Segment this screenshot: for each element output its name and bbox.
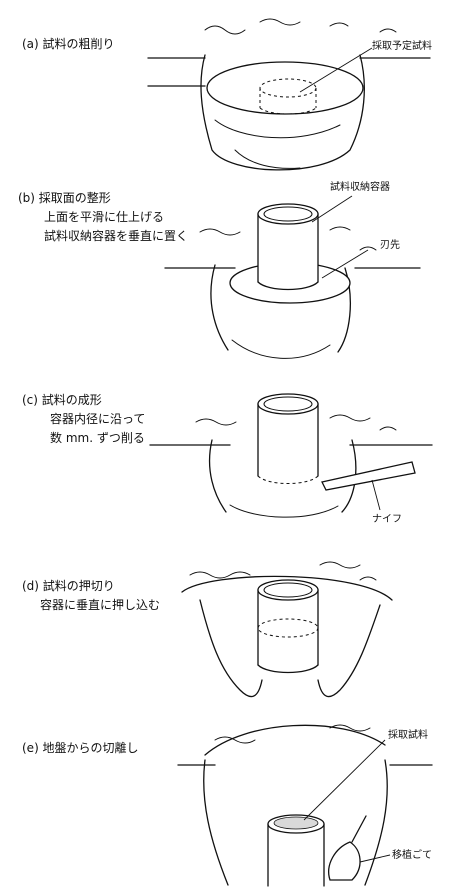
step-d-soil-hatch bbox=[189, 561, 377, 581]
step-c-title: (c) 試料の成形 bbox=[22, 393, 102, 407]
step-d-container-rim-inner bbox=[263, 582, 313, 598]
step-b-pit-bottom bbox=[231, 339, 331, 359]
step-a-soil-hatch bbox=[204, 18, 397, 35]
step-c-leader-knife bbox=[371, 479, 381, 511]
step-c-callout-knife: ナイフ bbox=[372, 514, 402, 525]
step-e-title: (e) 地盤からの切離し bbox=[22, 741, 139, 755]
step-e-leader-sample bbox=[303, 739, 386, 821]
step-c-container-rim-inner bbox=[263, 396, 313, 412]
step-e-trowel-blade bbox=[328, 841, 361, 881]
step-b-container-rim-inner bbox=[263, 206, 313, 222]
step-d-note-1: 容器に垂直に押し込む bbox=[40, 598, 161, 612]
step-e-sample-soil bbox=[273, 816, 319, 830]
step-e-soil-hatch bbox=[214, 724, 371, 744]
step-c-knife-blade bbox=[321, 461, 416, 491]
step-d-container-fill bbox=[258, 588, 318, 670]
step-b-note-1: 上面を平滑に仕上げる bbox=[44, 210, 165, 224]
step-b-soil-hatch bbox=[199, 226, 377, 251]
step-b-container-bottom bbox=[257, 281, 319, 291]
step-d-mound-top bbox=[181, 575, 393, 601]
step-b-leader-edge bbox=[321, 249, 369, 279]
step-e-arch bbox=[204, 724, 386, 756]
step-d-container-bottom bbox=[257, 664, 319, 674]
step-e-leader-trowel bbox=[359, 854, 391, 863]
step-c-container-bottom bbox=[257, 475, 319, 484]
step-e-callout-sample: 採取試料 bbox=[388, 730, 428, 741]
step-c-note-1: 容器内径に沿って bbox=[50, 412, 146, 426]
step-c-container-sides bbox=[257, 403, 319, 477]
step-d-insert-depth bbox=[257, 618, 319, 638]
step-c-soil-hatch bbox=[195, 414, 397, 431]
step-d-illustration bbox=[181, 561, 393, 698]
step-e-trowel-handle bbox=[351, 815, 367, 843]
step-d-pit-walls bbox=[199, 599, 381, 698]
step-a-pit-shading-1 bbox=[214, 119, 341, 139]
step-a-sample-disk bbox=[206, 61, 364, 115]
step-a-pit-shading-2 bbox=[234, 149, 301, 169]
step-b-callout-container: 試料収納容器 bbox=[330, 182, 390, 193]
step-b-callout-edge: 刃先 bbox=[380, 240, 400, 251]
step-c-container-fill bbox=[258, 402, 318, 480]
step-a-title: (a) 試料の粗削り bbox=[22, 37, 115, 51]
step-c-illustration bbox=[149, 393, 433, 518]
step-a-leader bbox=[299, 47, 373, 93]
step-a-planned-sample-bottom bbox=[259, 107, 317, 115]
step-b-leader-container bbox=[311, 195, 353, 223]
step-c-pit-bottom bbox=[229, 504, 339, 518]
step-b-note-2: 試料収納容器を垂直に置く bbox=[44, 229, 189, 243]
step-a-illustration bbox=[147, 18, 431, 171]
step-d-title: (d) 試料の押切り bbox=[22, 579, 115, 593]
step-e-pit-walls bbox=[203, 759, 388, 886]
step-b-title: (b) 採取面の整形 bbox=[18, 191, 111, 205]
step-b-illustration bbox=[164, 195, 421, 359]
step-a-callout-planned-sample: 採取予定試料 bbox=[372, 41, 432, 52]
step-e-illustration bbox=[177, 724, 433, 888]
step-a-pit-wall bbox=[200, 54, 365, 171]
step-e-callout-trowel: 移植ごて bbox=[392, 850, 433, 861]
step-c-note-2: 数 mm. ずつ削る bbox=[50, 431, 145, 445]
step-e-sample-sides bbox=[267, 823, 325, 887]
step-b-container-sides bbox=[257, 213, 319, 283]
